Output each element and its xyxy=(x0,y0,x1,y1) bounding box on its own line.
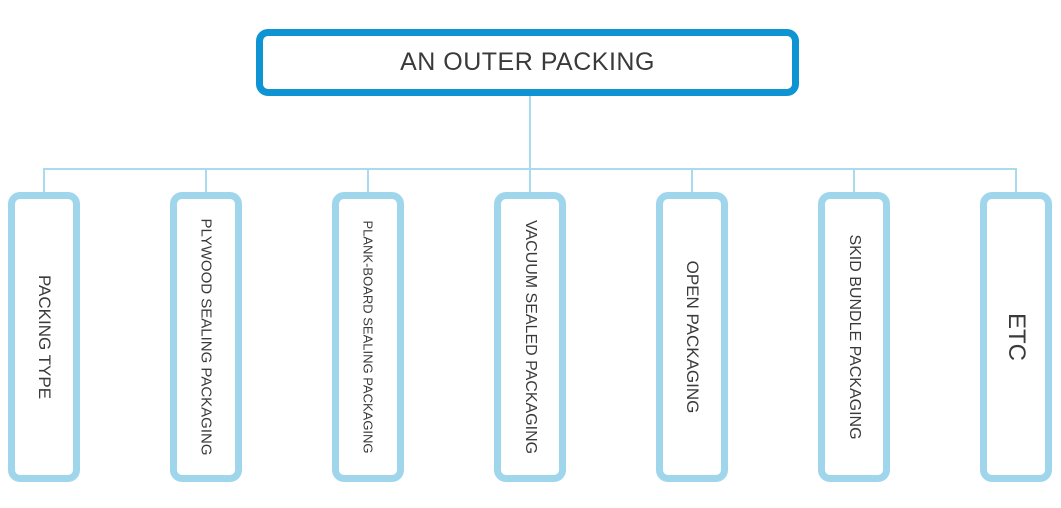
leaf-node-open-packaging: OPEN PACKAGING xyxy=(656,192,728,482)
leaf-connector xyxy=(853,168,855,192)
leaf-connector xyxy=(367,168,369,192)
leaf-node-packing-type: PACKING TYPE xyxy=(8,192,80,482)
leaf-node-label: PLANK-BOARD SEALING PACKAGING xyxy=(360,220,376,454)
leaf-connector xyxy=(205,168,207,192)
root-node-label: AN OUTER PACKING xyxy=(400,48,655,76)
leaf-connector xyxy=(691,168,693,192)
leaf-node-plywood-sealing-packaging: PLYWOOD SEALING PACKAGING xyxy=(170,192,242,482)
leaf-node-skid-bundle-packaging: SKID BUNDLE PACKAGING xyxy=(818,192,890,482)
leaf-node-label: PACKING TYPE xyxy=(35,274,54,400)
leaf-node-label: PLYWOOD SEALING PACKAGING xyxy=(197,218,215,456)
leaf-connector xyxy=(1015,168,1017,192)
root-node: AN OUTER PACKING xyxy=(256,29,799,96)
leaf-node-label: VACUUM SEALED PACKAGING xyxy=(522,219,539,455)
leaf-node-label: SKID BUNDLE PACKAGING xyxy=(846,234,863,440)
leaf-node-plank-board-sealing-packaging: PLANK-BOARD SEALING PACKAGING xyxy=(332,192,404,482)
leaf-node-etc: ETC xyxy=(980,192,1052,482)
leaf-connector xyxy=(43,168,45,192)
root-connector xyxy=(529,96,531,169)
leaf-node-label: ETC xyxy=(1003,313,1030,361)
leaf-node-vacuum-sealed-packaging: VACUUM SEALED PACKAGING xyxy=(494,192,566,482)
leaf-connector xyxy=(529,168,531,192)
leaf-node-label: OPEN PACKAGING xyxy=(683,260,702,414)
